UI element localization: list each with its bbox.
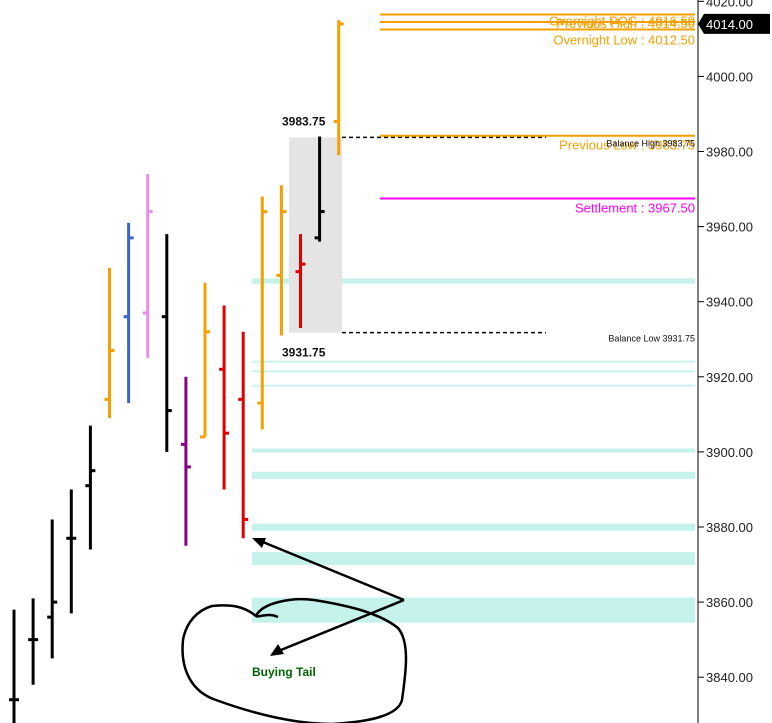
buying-tail-loop [181,598,408,723]
reference-label: Settlement : 3967.50 [575,200,695,215]
ohlc-bar [180,376,191,546]
reference-label: Previous High : 4014.50 [556,16,695,31]
zone-band [252,523,695,531]
ohlc-bar [295,234,306,328]
y-tick-label: 3860.00 [706,595,753,610]
ohlc-bar [9,609,19,723]
y-tick-label: 3960.00 [706,220,753,235]
zone-band [252,448,695,453]
ohlc-bar [238,331,249,539]
balance-low-value: 3931.75 [282,346,326,360]
ohlc-bar [104,267,115,419]
ohlc-bar [66,489,77,614]
ohlc-bar [200,282,210,439]
ohlc-bar [257,196,268,430]
annotation-layer: Buying Tail [181,538,408,723]
arrow-line-upper [257,538,405,602]
reference-label: Overnight Low : 4012.50 [553,32,695,47]
bars-layer [9,20,344,723]
zone-band [252,360,695,363]
price-marker-label: 4014.00 [706,17,753,32]
ohlc-bar [314,136,325,242]
zone-band [252,552,695,565]
y-tick-label: 3880.00 [706,520,753,535]
y-tick-label: 3900.00 [706,445,753,460]
y-tick-label: 3920.00 [706,370,753,385]
y-tick-label: 3940.00 [706,295,753,310]
balance-label: Balance High 3983.75 [606,138,695,148]
current-price-marker: 4014.00 [698,13,770,34]
y-tick-label: 3840.00 [706,670,753,685]
y-axis: 4020.00 4000.00 3980.00 3960.00 3940.00 3920.… [697,0,770,723]
ohlc-bar [219,305,230,490]
reference-label: Overnight POC : 4016.50 [549,13,695,28]
arrow-head-upper [252,538,266,548]
arrow-head-lower [270,644,284,656]
ohlc-bar [123,222,134,404]
balance-high-value: 3983.75 [282,114,326,128]
ohlc-bar [28,598,39,685]
y-tick-label: 4020.00 [706,0,753,9]
ohlc-bar [142,174,153,359]
ohlc-bar [161,234,172,452]
zone-band [252,471,695,479]
ohlc-bar [333,20,344,156]
zone-band [252,278,695,284]
arrow-line-lower [275,598,405,654]
buying-tail-label: Buying Tail [252,665,316,679]
balance-box [289,137,342,333]
zone-band [252,370,695,373]
balance-box-layer: 3983.75 3931.75 [282,114,546,360]
balance-label: Balance Low 3931.75 [608,334,695,344]
zone-band [252,384,695,387]
y-tick-label: 4000.00 [706,69,753,84]
ohlc-bar [85,425,96,550]
reference-label: Previous Low : 3983.75 [559,138,695,153]
price-marker-bg [698,13,770,34]
ohlc-bar [47,519,58,659]
ohlc-bar [276,185,287,336]
y-tick-label: 3980.00 [706,145,753,160]
